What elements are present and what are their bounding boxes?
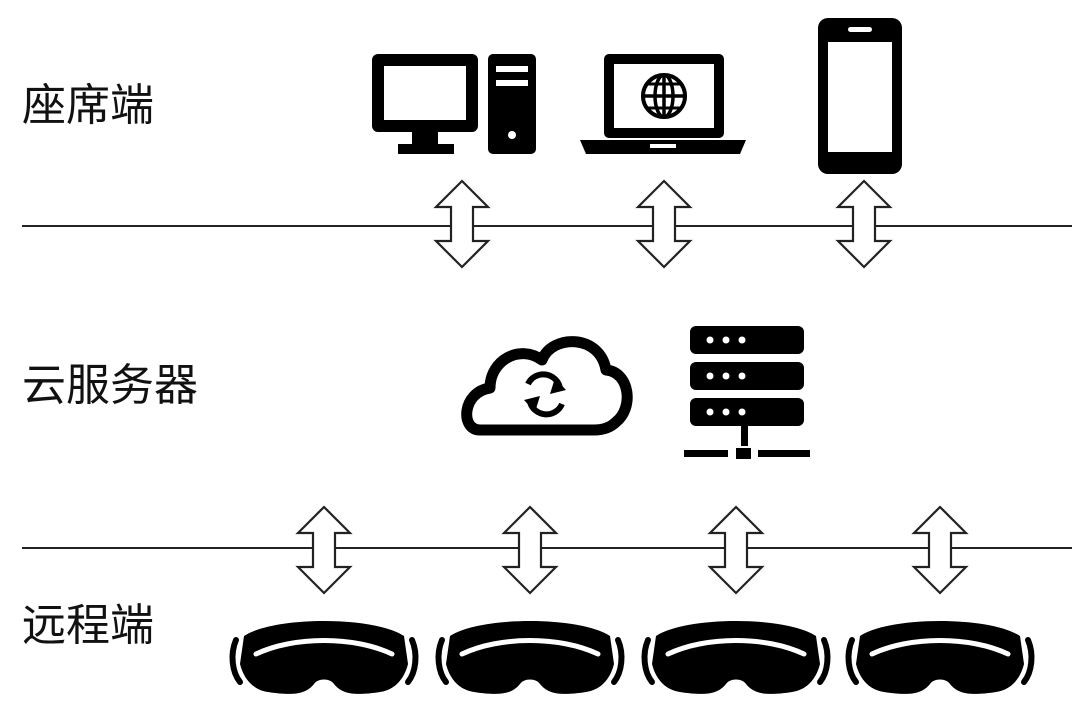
- smartphone-icon: [818, 18, 902, 174]
- seat-cloud-arrow-1: [434, 179, 490, 269]
- vr-headset-icon: [849, 621, 1032, 694]
- cloud-remote-arrow-3: [708, 505, 764, 595]
- vr-headset-icon: [645, 621, 828, 694]
- vr-headset-icon: [439, 621, 622, 694]
- vr-headset-icon: [233, 621, 416, 694]
- cloud-sync-icon: [461, 336, 633, 436]
- globe-icon: [641, 73, 687, 119]
- cloud-remote-arrow-2: [502, 505, 558, 595]
- sync-icon: [524, 371, 566, 418]
- tier-label-seat: 座席端: [22, 80, 154, 131]
- cloud-remote-arrow-1: [296, 505, 352, 595]
- tier-label-remote: 远程端: [22, 600, 154, 651]
- seat-cloud-arrow-3: [836, 179, 892, 269]
- seat-cloud-arrow-2: [636, 179, 692, 269]
- desktop-computer-icon: [372, 54, 536, 154]
- tier-label-cloud: 云服务器: [22, 360, 198, 411]
- server-rack-icon: [684, 326, 810, 459]
- laptop-globe-icon: [580, 54, 746, 154]
- cloud-remote-arrow-4: [912, 505, 968, 595]
